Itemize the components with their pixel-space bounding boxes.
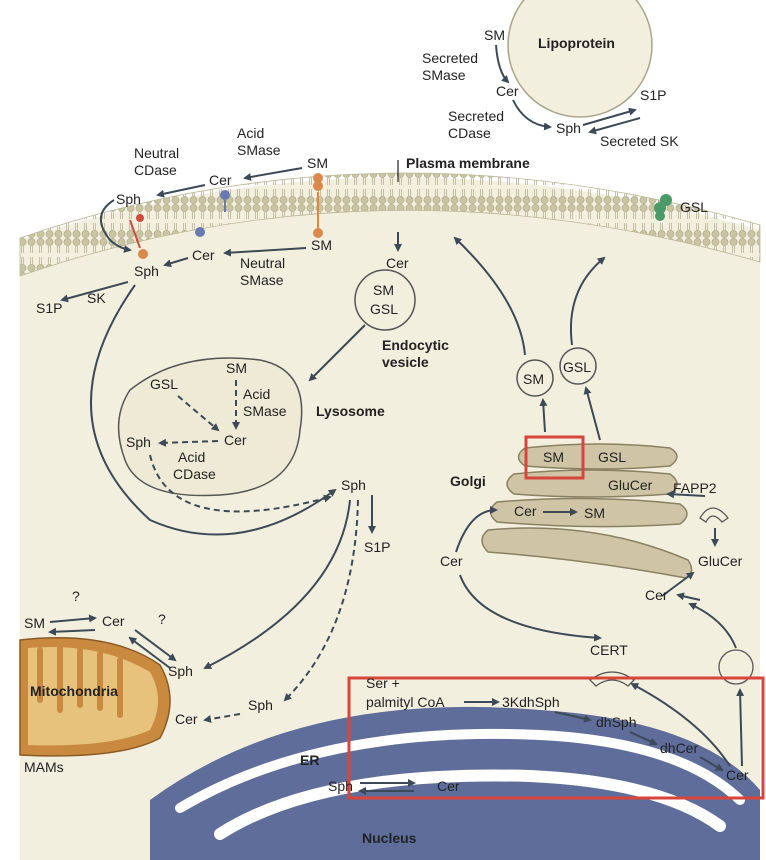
s1p-top: S1P <box>640 87 666 103</box>
sm-top: SM <box>484 27 505 43</box>
sm-golgi-highlight <box>524 435 585 480</box>
sm-pm: SM <box>307 155 328 171</box>
secreted-sk: Secreted SK <box>600 133 679 149</box>
endocytic-vesicle-2: vesicle <box>382 354 429 370</box>
de-novo-highlight <box>347 676 765 800</box>
cer-right: Cer <box>645 587 668 603</box>
golgi-cisterna-3 <box>489 497 688 528</box>
neutral-smase-2: SMase <box>240 272 284 288</box>
sph-pm-upper: Sph <box>116 191 141 207</box>
sph-mid: Sph <box>341 477 366 493</box>
cer-er-left: Cer <box>175 711 198 727</box>
cer-golgi: Cer <box>514 503 537 519</box>
glucer-right: GluCer <box>698 553 743 569</box>
plasma-membrane <box>19 172 761 277</box>
er-exit-vesicle <box>718 649 754 685</box>
nucleus-label: Nucleus <box>362 830 417 846</box>
cer-left-golgi: Cer <box>440 553 463 569</box>
sm-pm-lower: SM <box>311 237 332 253</box>
acid-smase-2: SMase <box>237 142 281 158</box>
q1: ? <box>72 588 80 604</box>
neutral-cdase-2: CDase <box>134 162 177 178</box>
cer-mito: Cer <box>102 613 125 629</box>
gsl-membrane: GSL <box>680 199 708 215</box>
sm-vesicle: SM <box>373 282 394 298</box>
endocytic-vesicle-1: Endocytic <box>382 337 449 353</box>
cer-top: Cer <box>496 83 519 99</box>
dhcer: dhCer <box>660 740 698 756</box>
sph-pm-lower: Sph <box>134 263 159 279</box>
cer-er: Cer <box>437 778 460 794</box>
secreted-cdase-2: CDase <box>448 125 491 141</box>
sm-lyso: SM <box>226 360 247 376</box>
secreted-cdase-1: Secreted <box>448 108 504 124</box>
gsl-golgi-vesicle: GSL <box>563 359 591 375</box>
sm-golgi-2: SM <box>584 505 605 521</box>
mams: MAMs <box>24 759 64 775</box>
kdhsph: 3KdhSph <box>502 694 560 710</box>
cer-endo: Cer <box>386 255 409 271</box>
gsl-lyso: GSL <box>150 376 178 392</box>
ser: Ser + <box>366 675 400 691</box>
sk-left: SK <box>87 290 106 306</box>
acid-smase-1: Acid <box>237 125 264 141</box>
lipoprotein-label: Lipoprotein <box>538 35 615 51</box>
sm-mito: SM <box>24 615 45 631</box>
palmityl-coa: palmityl CoA <box>366 694 445 710</box>
fapp2: FAPP2 <box>673 480 717 496</box>
plasma-membrane-label: Plasma membrane <box>406 155 530 171</box>
neutral-cdase-1: Neutral <box>134 145 179 161</box>
er-label: ER <box>300 752 319 768</box>
golgi-cisterna-1 <box>517 443 678 470</box>
secreted-smase-1: Secreted <box>422 50 478 66</box>
dhsph: dhSph <box>596 714 636 730</box>
endocytic-vesicle <box>354 269 416 331</box>
cer-pm-upper: Cer <box>209 172 232 188</box>
nucleus <box>250 819 680 860</box>
secreted-smase-2: SMase <box>422 67 466 83</box>
gsl-golgi: GSL <box>598 449 626 465</box>
q2: ? <box>158 611 166 627</box>
sm-transport-vesicle <box>516 359 554 397</box>
fapp2-shape <box>699 507 729 523</box>
neutral-smase-1: Neutral <box>240 255 285 271</box>
lysosome-label: Lysosome <box>316 403 385 419</box>
golgi-label: Golgi <box>450 473 486 489</box>
acid-cdase-lyso-2: CDase <box>173 466 216 482</box>
sm-golgi: SM <box>543 449 564 465</box>
lipoprotein <box>507 0 653 118</box>
acid-cdase-lyso-1: Acid <box>178 449 205 465</box>
glucer-golgi: GluCer <box>608 477 653 493</box>
sph-er-upper: Sph <box>248 697 273 713</box>
gsl-vesicle: GSL <box>370 301 398 317</box>
sph-lyso: Sph <box>126 434 151 450</box>
lysosome <box>117 357 303 497</box>
acid-smase-lyso-2: SMase <box>243 403 287 419</box>
s1p-mid: S1P <box>364 539 390 555</box>
sph-top: Sph <box>556 120 581 136</box>
sph-mito: Sph <box>168 663 193 679</box>
cer-pm-lower: Cer <box>192 247 215 263</box>
cer-er-right: Cer <box>726 767 749 783</box>
cer-lyso: Cer <box>224 432 247 448</box>
sm-golgi-vesicle: SM <box>523 371 544 387</box>
cert: CERT <box>590 642 628 658</box>
sph-er: Sph <box>328 778 353 794</box>
acid-smase-lyso-1: Acid <box>243 386 270 402</box>
s1p-left: S1P <box>36 300 62 316</box>
gsl-transport-vesicle <box>559 347 597 385</box>
mitochondria-label: Mitochondria <box>30 683 118 699</box>
